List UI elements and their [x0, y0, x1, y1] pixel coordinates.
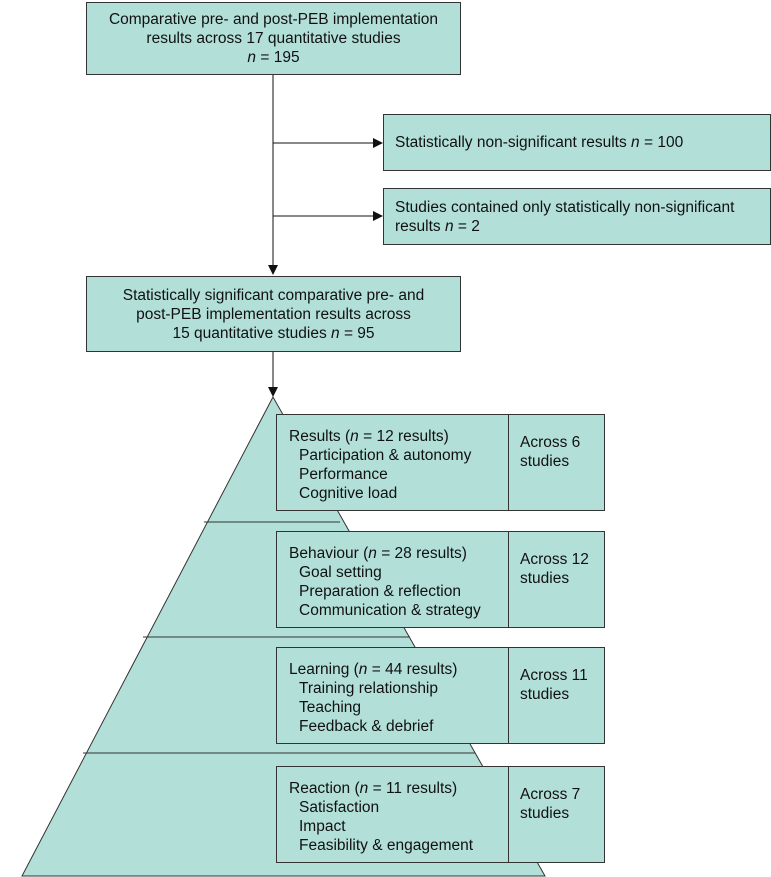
tier-results-title: Results (n = 12 results)	[289, 428, 449, 445]
non-significant-studies-line2: results n = 2	[395, 217, 480, 235]
tier-item: Cognitive load	[299, 485, 398, 502]
tier-reaction-box: Reaction (n = 11 results) Satisfaction I…	[276, 766, 509, 863]
tier-item: Impact	[299, 818, 346, 835]
tier-item: Teaching	[299, 699, 362, 716]
tier-behaviour-studies-box: Across 12 studies	[508, 531, 605, 628]
top-box-n: n = 195	[247, 49, 300, 66]
tier-learning-box: Learning (n = 44 results) Training relat…	[276, 647, 509, 744]
non-significant-studies-line1: Studies contained only statistically non…	[395, 198, 735, 216]
tier-results-studies-line1: Across 6	[520, 434, 581, 451]
tier-item: Feedback & debrief	[299, 718, 434, 735]
tier-item: Feasibility & engagement	[299, 837, 474, 854]
top-box: Comparative pre- and post-PEB implementa…	[86, 2, 461, 75]
tier-behaviour-box: Behaviour (n = 28 results) Goal setting …	[276, 531, 509, 628]
tier-item: Performance	[299, 466, 388, 483]
non-significant-studies-box: Studies contained only statistically non…	[383, 188, 771, 245]
tier-reaction-studies-box: Across 7 studies	[508, 766, 605, 863]
non-significant-results-text: Statistically non-significant results n …	[395, 134, 684, 151]
significant-results-line2: post-PEB implementation results across	[136, 305, 411, 323]
tier-results-studies-line2: studies	[520, 453, 570, 470]
tier-reaction-title: Reaction (n = 11 results)	[289, 780, 458, 797]
tier-learning-studies-box: Across 11 studies	[508, 647, 605, 744]
significant-results-line1: Statistically significant comparative pr…	[122, 286, 425, 304]
top-box-line2: results across 17 quantitative studies	[146, 30, 401, 47]
tier-reaction-studies-line2: studies	[520, 805, 570, 822]
tier-learning-studies-line2: studies	[520, 686, 570, 703]
tier-learning-studies-line1: Across 11	[520, 667, 588, 684]
tier-learning-title: Learning (n = 44 results)	[289, 661, 458, 678]
non-significant-results-box: Statistically non-significant results n …	[383, 114, 771, 171]
tier-behaviour-studies-line1: Across 12	[520, 551, 589, 568]
tier-behaviour-title: Behaviour (n = 28 results)	[289, 545, 467, 562]
tier-item: Communication & strategy	[299, 602, 481, 619]
significant-results-box: Statistically significant comparative pr…	[86, 276, 461, 352]
tier-results-studies-box: Across 6 studies	[508, 414, 605, 511]
top-box-line1: Comparative pre- and post-PEB implementa…	[108, 11, 439, 28]
tier-item: Training relationship	[299, 680, 439, 697]
tier-results-box: Results (n = 12 results) Participation &…	[276, 414, 509, 511]
tier-behaviour-studies-line2: studies	[520, 570, 570, 587]
tier-item: Preparation & reflection	[299, 583, 461, 600]
tier-reaction-studies-line1: Across 7	[520, 786, 581, 803]
tier-item: Participation & autonomy	[299, 447, 472, 464]
tier-item: Satisfaction	[299, 799, 380, 816]
significant-results-line3: 15 quantitative studies n = 95	[172, 324, 375, 342]
tier-item: Goal setting	[299, 564, 382, 581]
